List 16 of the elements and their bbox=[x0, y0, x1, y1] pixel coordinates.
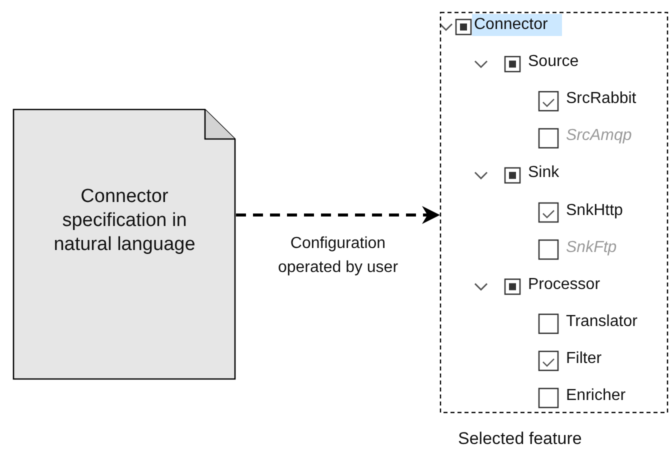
tree-node-label: Connector bbox=[472, 14, 562, 36]
tree-node-label: Source bbox=[528, 52, 579, 72]
edge-label: Configuration operated by user bbox=[276, 234, 400, 278]
dashed-frame bbox=[440, 12, 668, 413]
feature-label: Translator bbox=[566, 312, 638, 332]
feature-label: Filter bbox=[566, 348, 602, 369]
feature-label: SnkHttp bbox=[566, 200, 623, 220]
tree-node-label: Processor bbox=[528, 274, 600, 295]
feature-label: SnkFtp bbox=[566, 238, 617, 258]
feature-label: SrcAmqp bbox=[566, 126, 632, 146]
node-label: Selected feature bbox=[458, 429, 582, 449]
dashed-arrow bbox=[236, 206, 440, 224]
node-label: Connector specification in natural language bbox=[52, 184, 196, 256]
tree-node-label: Sink bbox=[528, 163, 560, 184]
feature-label: Enricher bbox=[566, 386, 626, 406]
feature-label: SrcRabbit bbox=[566, 89, 636, 110]
